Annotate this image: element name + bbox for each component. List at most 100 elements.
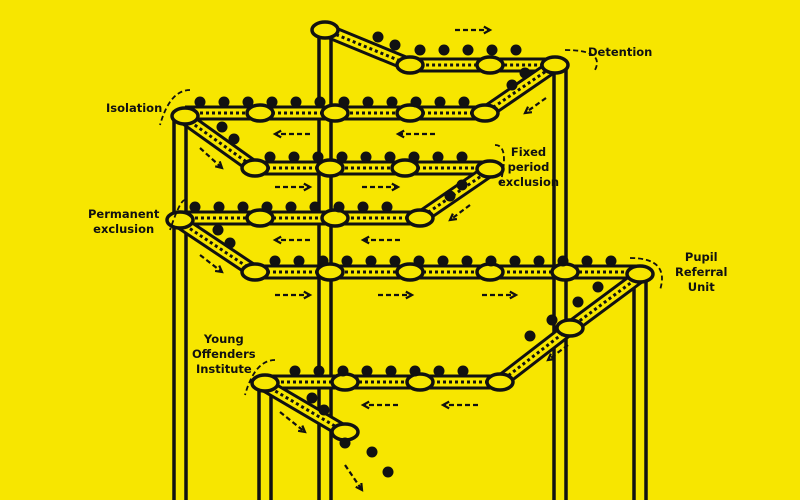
- conveyor-belt-dots: [499, 274, 641, 384]
- person-dot: [385, 365, 397, 377]
- label-line: Referral: [675, 265, 728, 279]
- person-dot: [519, 67, 531, 79]
- arrow-head: [272, 235, 282, 245]
- direction-arrow: [199, 147, 223, 169]
- person-dot: [389, 255, 401, 267]
- label-young-offenders-institute: Young Offenders Institute: [192, 332, 256, 377]
- person-dot: [293, 255, 305, 267]
- person-dot: [228, 133, 240, 145]
- person-dot: [341, 255, 353, 267]
- person-dot: [506, 79, 518, 91]
- person-dot: [433, 365, 445, 377]
- person-dot: [313, 365, 325, 377]
- person-dot: [605, 255, 617, 267]
- person-dot: [457, 365, 469, 377]
- person-dot: [309, 201, 321, 213]
- label-line: Offenders: [192, 347, 256, 361]
- person-dot: [357, 201, 369, 213]
- arrow-head: [360, 400, 370, 410]
- person-dot: [381, 201, 393, 213]
- arrow-head: [297, 425, 307, 434]
- conveyor-belt-dots: [184, 116, 256, 170]
- person-dot: [409, 365, 421, 377]
- person-dot: [437, 255, 449, 267]
- person-dot: [290, 96, 302, 108]
- person-dot: [285, 201, 297, 213]
- person-dot: [337, 365, 349, 377]
- transition-arc: [629, 257, 663, 291]
- label-line: period: [507, 160, 550, 174]
- person-dot: [413, 255, 425, 267]
- person-dot: [318, 404, 330, 416]
- roller: [320, 103, 350, 123]
- label-permanent-exclusion: Permanent exclusion: [88, 207, 159, 237]
- roller: [550, 262, 580, 282]
- person-dot: [264, 151, 276, 163]
- label-isolation: Isolation: [106, 101, 163, 115]
- label-fixed-period-exclusion: Fixed period exclusion: [498, 145, 559, 190]
- arrow-head: [440, 400, 450, 410]
- person-dot: [306, 392, 318, 404]
- person-dot: [372, 31, 384, 43]
- person-dot: [408, 151, 420, 163]
- person-dot: [461, 255, 473, 267]
- person-dot: [462, 44, 474, 56]
- arrow-head: [483, 25, 493, 35]
- person-dot: [237, 201, 249, 213]
- support-post: [257, 383, 273, 500]
- arrow-head: [214, 265, 224, 274]
- label-line: Institute: [195, 362, 252, 376]
- person-dot: [414, 44, 426, 56]
- support-post: [632, 276, 648, 500]
- transition-arc: [169, 199, 186, 231]
- label-line: Fixed: [510, 145, 547, 159]
- roller: [625, 264, 655, 284]
- roller: [165, 210, 195, 230]
- person-dot: [339, 437, 351, 449]
- roller: [240, 262, 270, 282]
- person-dot: [269, 255, 281, 267]
- roller: [485, 372, 515, 392]
- person-dot: [438, 44, 450, 56]
- roller: [390, 158, 420, 178]
- roller: [395, 55, 425, 75]
- person-dot: [360, 151, 372, 163]
- conveyor-belt: [262, 381, 348, 436]
- direction-arrow: [547, 344, 569, 361]
- direction-arrow: [344, 464, 363, 491]
- person-dot: [592, 281, 604, 293]
- arrow-head: [405, 290, 415, 300]
- roller: [555, 318, 585, 338]
- roller: [330, 372, 360, 392]
- roller: [245, 103, 275, 123]
- person-dot: [288, 151, 300, 163]
- label-line: Pupil: [684, 250, 718, 264]
- conveyor-belt: [177, 218, 258, 276]
- roller: [475, 55, 505, 75]
- person-dot: [572, 296, 584, 308]
- direction-arrow: [449, 204, 471, 221]
- roller: [250, 373, 280, 393]
- person-dot: [486, 44, 498, 56]
- label-line: Permanent: [88, 207, 160, 221]
- person-dot: [389, 39, 401, 51]
- roller: [405, 208, 435, 228]
- person-dot: [366, 446, 378, 458]
- person-dot: [189, 201, 201, 213]
- roller: [310, 20, 340, 40]
- arrow-head: [523, 106, 533, 115]
- person-dot: [509, 255, 521, 267]
- label-pupil-referral-unit: Pupil Referral Unit: [675, 250, 728, 295]
- person-dot: [485, 255, 497, 267]
- arrow-head: [303, 290, 313, 300]
- arrow-head: [448, 213, 458, 222]
- arrow-head: [395, 129, 405, 139]
- roller: [405, 372, 435, 392]
- direction-arrow: [199, 254, 223, 273]
- person-dot: [365, 255, 377, 267]
- person-dot: [194, 96, 206, 108]
- person-dot: [361, 365, 373, 377]
- roller: [395, 103, 425, 123]
- person-dot: [546, 314, 558, 326]
